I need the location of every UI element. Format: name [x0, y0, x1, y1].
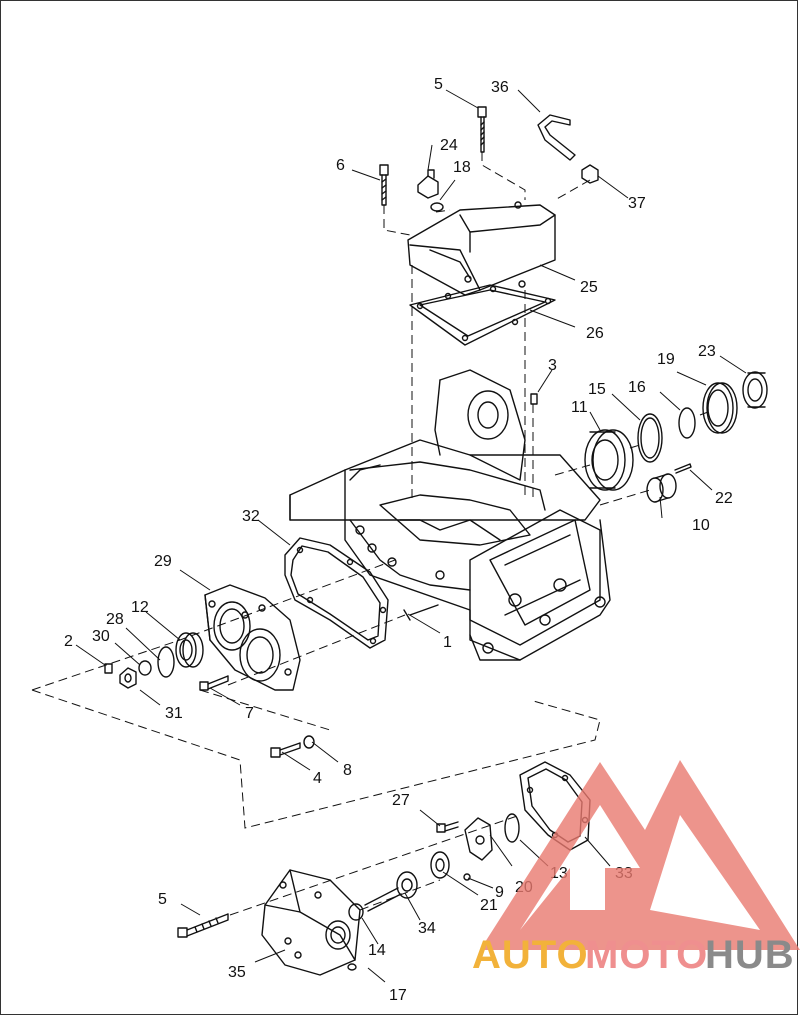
- part-labels: 1 2 3 4 5 5 6 7 8 9 10 11 12 13 14 15 16…: [64, 76, 733, 1004]
- label-12: 12: [131, 599, 149, 616]
- o-ring-28: [157, 646, 175, 678]
- seal-19: [702, 382, 738, 434]
- label-15: 15: [588, 381, 606, 398]
- label-27: 27: [392, 792, 410, 809]
- needle-bearing-10: [646, 473, 677, 503]
- pin-22: [674, 463, 692, 474]
- o-ring-18: [430, 202, 444, 212]
- bolt-5-lower: [177, 913, 229, 938]
- o-ring-16: [678, 407, 696, 439]
- sensor-24: [417, 169, 439, 199]
- watermark-text: AUTO MOTO HUB: [472, 933, 795, 977]
- ball-9: [463, 873, 471, 881]
- bolt-6: [379, 164, 389, 206]
- label-19: 19: [657, 351, 675, 368]
- label-28: 28: [106, 611, 124, 628]
- watermark-moto: MOTO: [585, 933, 708, 977]
- label-7: 7: [245, 705, 254, 722]
- washer-8: [303, 735, 315, 749]
- label-5-top: 5: [434, 76, 443, 93]
- label-24: 24: [440, 137, 458, 154]
- label-1: 1: [443, 634, 452, 651]
- label-25: 25: [580, 279, 598, 296]
- label-32: 32: [242, 508, 260, 525]
- top-cover: [407, 201, 556, 296]
- washer-30: [138, 660, 152, 676]
- vent-hose-36: [537, 114, 576, 161]
- label-35: 35: [228, 964, 246, 981]
- label-36: 36: [491, 79, 509, 96]
- label-6: 6: [336, 157, 345, 174]
- label-9: 9: [495, 884, 504, 901]
- label-21: 21: [480, 897, 498, 914]
- label-26: 26: [586, 325, 604, 342]
- label-22: 22: [715, 490, 733, 507]
- label-34: 34: [418, 920, 436, 937]
- side-gasket-32: [284, 537, 389, 649]
- label-4: 4: [313, 770, 322, 787]
- washer-21: [430, 851, 450, 879]
- retaining-ring-13: [504, 813, 520, 843]
- o-ring-14: [348, 903, 364, 921]
- spacer-2: [104, 663, 113, 674]
- label-30: 30: [92, 628, 110, 645]
- transmission-housing: [289, 369, 611, 661]
- spacer-23: [742, 371, 768, 409]
- label-14: 14: [368, 942, 386, 959]
- lever-20: [464, 817, 493, 861]
- screw-7: [199, 675, 229, 691]
- bearing-11: [584, 429, 634, 491]
- label-37: 37: [628, 195, 646, 212]
- label-23: 23: [698, 343, 716, 360]
- screw-27: [436, 821, 459, 833]
- label-5-lower: 5: [158, 891, 167, 908]
- label-18: 18: [453, 159, 471, 176]
- retaining-ring-15: [637, 413, 663, 463]
- bolt-5-top: [477, 106, 487, 153]
- label-3: 3: [548, 357, 557, 374]
- bolt-4: [270, 742, 301, 758]
- watermark-hub: HUB: [705, 933, 795, 977]
- label-16: 16: [628, 379, 646, 396]
- label-8: 8: [343, 762, 352, 779]
- watermark-logo: [480, 760, 800, 950]
- leader-lines: [75, 89, 747, 983]
- vent-fitting-37: [581, 164, 599, 184]
- side-cover-35: [261, 869, 361, 976]
- plug-17: [347, 963, 357, 971]
- label-11: 11: [571, 399, 588, 416]
- watermark-triangle-logo: [480, 760, 800, 950]
- label-17: 17: [389, 987, 407, 1004]
- label-2: 2: [64, 633, 73, 650]
- label-31: 31: [165, 705, 183, 722]
- label-10: 10: [692, 517, 710, 534]
- shaft-34: [364, 871, 418, 912]
- watermark-auto: AUTO: [472, 933, 589, 977]
- top-cover-gasket: [409, 284, 556, 346]
- bearing-12: [175, 632, 204, 668]
- bearing-housing-29: [204, 584, 301, 691]
- label-29: 29: [154, 553, 172, 570]
- nut-31: [119, 667, 137, 689]
- dowel-3: [530, 393, 538, 405]
